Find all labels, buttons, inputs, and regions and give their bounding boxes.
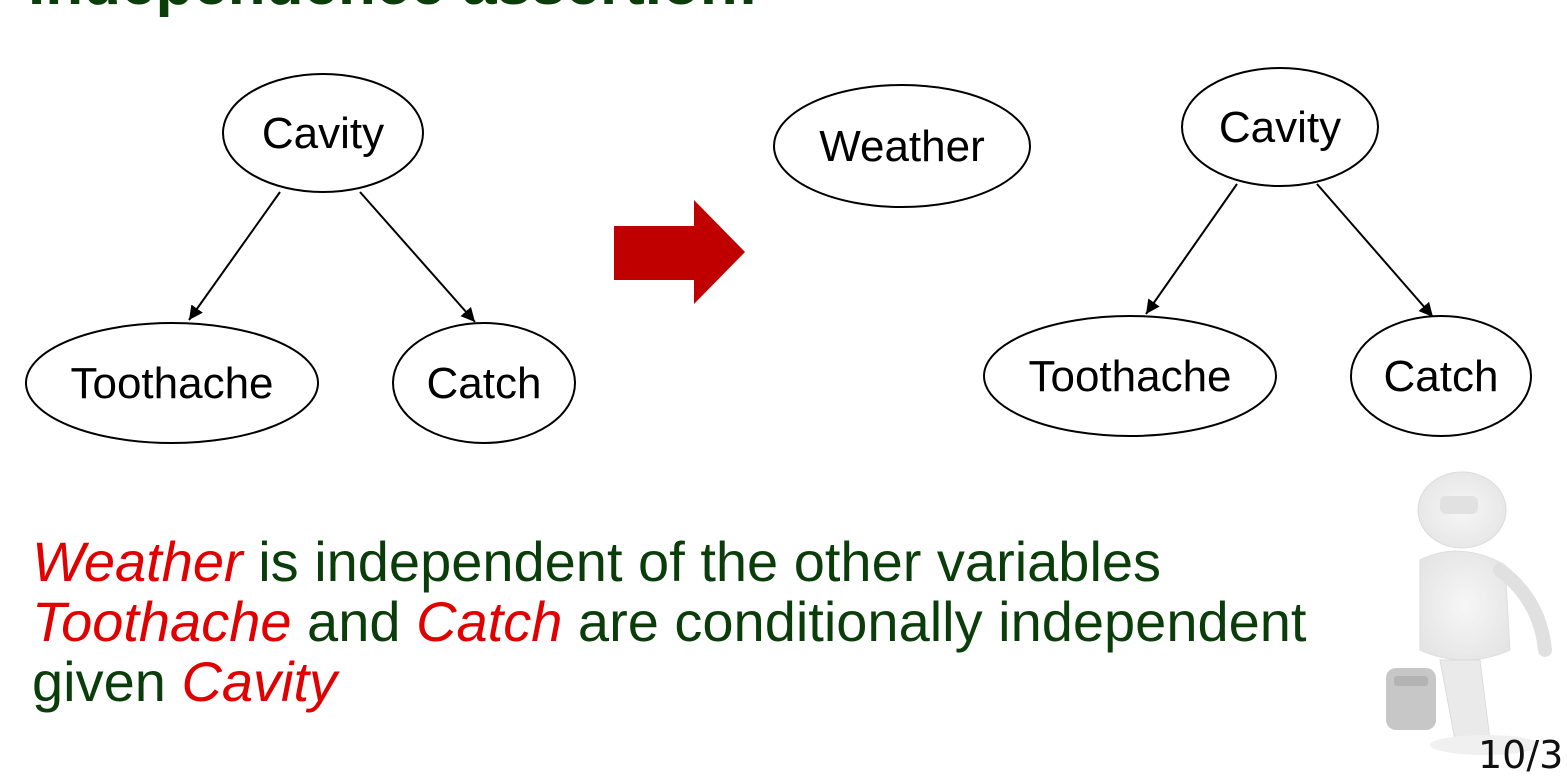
node-cavity-label: Cavity (1219, 103, 1341, 152)
page-number: 10/3 (1478, 733, 1564, 777)
node-cavity (1181, 67, 1379, 187)
statement-given-cavity: given Cavity (32, 652, 1306, 712)
explanation-text: Weather is independent of the other vari… (32, 532, 1306, 712)
transform-arrow-icon (614, 200, 745, 304)
variable-cavity: Cavity (181, 650, 338, 713)
variable-catch: Catch (416, 590, 563, 653)
statement-conditional-independence: Toothache and Catch are conditionally in… (32, 592, 1306, 652)
statement-text: is independent of the other variables (242, 530, 1162, 593)
node-toothache (25, 322, 319, 444)
connector-text: and (291, 590, 417, 653)
left-network: Cavity Toothache Catch (25, 73, 576, 444)
statement-weather-independent: Weather is independent of the other vari… (32, 532, 1306, 592)
node-weather (773, 84, 1031, 208)
node-catch (1350, 315, 1532, 437)
node-toothache-label: Toothache (70, 359, 273, 408)
node-catch-label: Catch (427, 359, 542, 408)
variable-weather: Weather (32, 530, 243, 593)
slide-title: Independence assertion: (28, 0, 758, 19)
edge-cavity-toothache (188, 191, 281, 321)
given-text: given (32, 650, 182, 713)
variable-toothache: Toothache (32, 590, 292, 653)
node-cavity (222, 73, 424, 193)
edge-cavity-toothache (1145, 183, 1238, 315)
node-cavity-label: Cavity (262, 109, 384, 158)
node-weather-label: Weather (819, 122, 985, 171)
node-catch-label: Catch (1384, 352, 1499, 401)
node-catch (392, 322, 576, 444)
right-network: Weather Cavity Toothache Catch (773, 67, 1532, 437)
node-toothache (983, 315, 1277, 437)
edge-cavity-catch (359, 191, 476, 323)
statement-text: are conditionally independent (562, 590, 1307, 653)
edge-cavity-catch (1316, 183, 1434, 318)
node-toothache-label: Toothache (1028, 352, 1231, 401)
